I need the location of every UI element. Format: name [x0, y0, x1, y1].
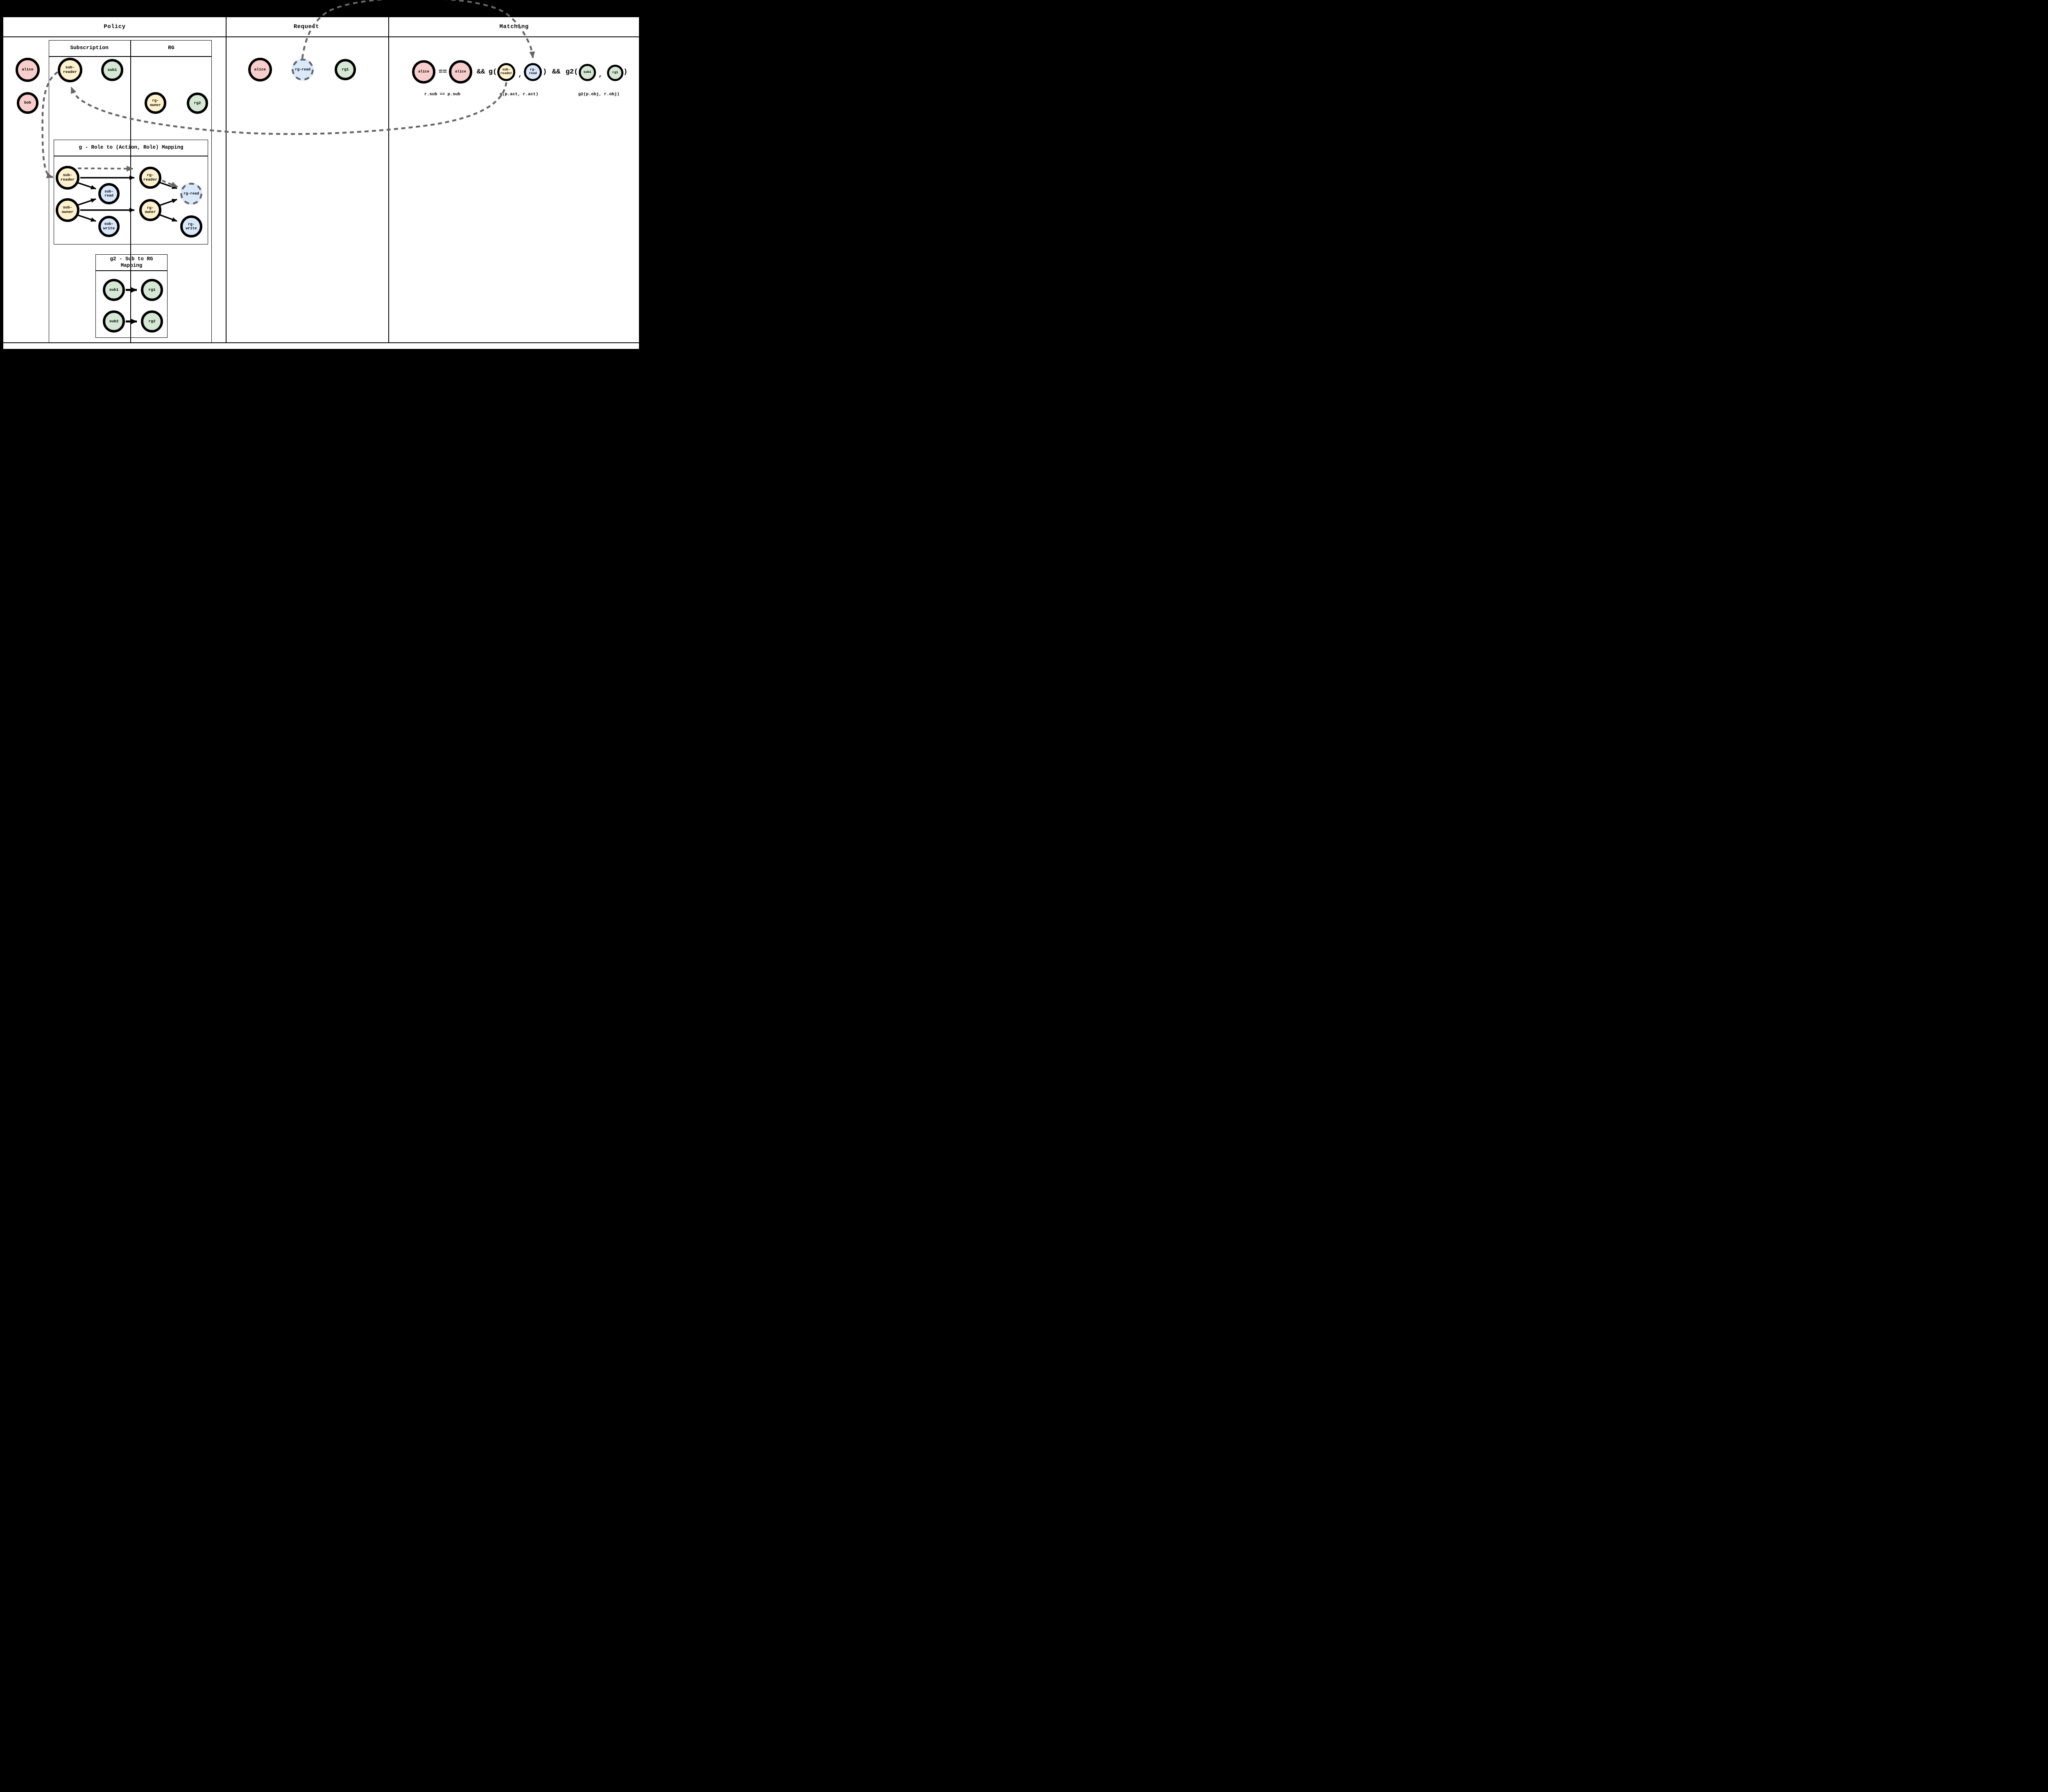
node-policy-alice: alice: [16, 58, 40, 82]
node-g2-rg1: rg1: [141, 279, 163, 301]
policy-request-divider: [226, 17, 227, 343]
node-matching-alice-request: alice: [412, 60, 435, 84]
subscription-header: Subscription: [70, 44, 109, 51]
node-g2-sub1: sub1: [103, 279, 125, 301]
node-request-alice: alice: [248, 58, 272, 81]
node-g-rg-write: rg-write: [180, 215, 202, 238]
matching-g2-open: g2(: [565, 68, 578, 76]
node-g-sub-write: sub- write: [98, 216, 120, 237]
subtable-header-line: [49, 56, 212, 57]
caption-r-sub-eq-p-sub: r.sub == p.sub: [424, 92, 461, 97]
node-matching-rg-read: rg- read: [524, 63, 542, 81]
matching-comma2: ,: [598, 71, 603, 79]
matching-and1-operator: &&: [476, 68, 485, 76]
node-g2-sub2: sub2: [103, 310, 125, 333]
node-g2-rg2: rg2: [141, 310, 163, 333]
matching-g-open: g(: [488, 68, 497, 76]
node-g-sub-reader: sub- reader: [56, 166, 79, 190]
matching-close2: ): [623, 68, 628, 76]
node-matching-rg1: rg1: [607, 65, 623, 81]
node-g-rg-reader: rg- reader: [139, 167, 161, 189]
node-policy-rg-owner: rg-owner: [145, 92, 166, 114]
request-column-header: Request: [293, 23, 319, 30]
node-matching-sub-reader: sub- reader: [497, 63, 515, 81]
matching-close1: ): [542, 68, 547, 76]
g2-box-title: g2 - Sub to RG Mapping: [110, 256, 153, 268]
matching-column-header: Matching: [499, 23, 529, 30]
node-request-rg-read: rg-read: [292, 59, 314, 81]
node-g-rg-read: rg-read: [180, 183, 202, 205]
node-policy-sub1: sub1: [101, 59, 123, 81]
matching-eq-operator: ==: [438, 68, 447, 76]
caption-g2-p-obj-r-obj: g2(p.obj, r.obj): [578, 92, 620, 97]
rg-header: RG: [168, 44, 174, 51]
node-g-rg-owner: rg-owner: [139, 199, 161, 221]
node-policy-bob: bob: [17, 92, 39, 114]
g2-mapping-box: [95, 254, 168, 338]
diagram-page: Policy Request Matching Subscription RG …: [0, 0, 642, 353]
g-box-title: g - Role to (Action, Role) Mapping: [79, 145, 184, 151]
request-matching-divider: [388, 17, 389, 343]
node-policy-rg2: rg2: [187, 93, 208, 114]
matching-and2-operator: &&: [552, 68, 561, 76]
node-g-sub-owner: sub- owner: [56, 198, 79, 222]
g-mapping-box: [54, 140, 208, 244]
matching-comma1: ,: [518, 71, 523, 79]
node-request-rg1: rg1: [335, 59, 356, 80]
node-matching-sub1: sub1: [579, 64, 596, 81]
node-matching-alice-policy: alice: [449, 60, 472, 84]
table-bottom-line: [3, 342, 639, 343]
header-divider-line: [3, 36, 639, 37]
subtable-column-divider: [130, 40, 131, 343]
caption-g-p-act-r-act: g(p.act, r.act): [499, 92, 539, 97]
g2-box-title-line: [95, 270, 168, 271]
policy-column-header: Policy: [104, 23, 126, 30]
node-policy-sub-reader: sub- reader: [58, 58, 82, 82]
node-g-sub-read: sub-read: [98, 183, 120, 204]
